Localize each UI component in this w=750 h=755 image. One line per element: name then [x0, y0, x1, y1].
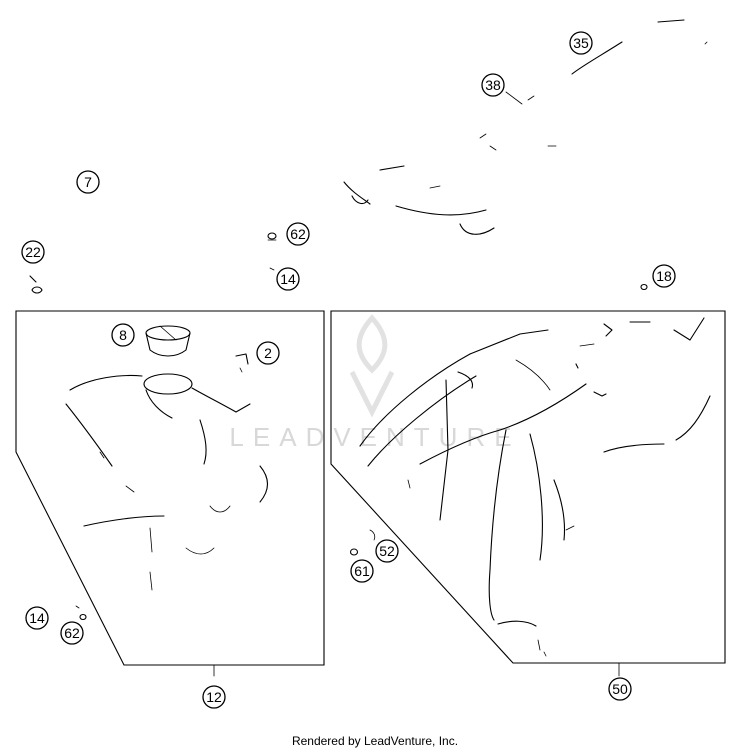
callout-label: 22	[25, 244, 41, 260]
callout-label: 12	[206, 689, 222, 705]
callout-12: 12	[202, 685, 226, 709]
callout-label: 62	[290, 226, 306, 242]
screw-14-left	[75, 605, 80, 609]
callout-62-left: 62	[60, 621, 84, 645]
bolt-22	[29, 275, 43, 294]
shroud-group	[330, 310, 726, 677]
callout-label: 14	[29, 610, 45, 626]
screw-14-top	[269, 267, 275, 271]
watermark-text: LEADVENTURE	[229, 422, 520, 452]
nut-61	[349, 548, 359, 556]
fuel-tank-group	[15, 310, 325, 677]
nut-62-top	[267, 232, 277, 241]
shroud-drawing	[359, 317, 711, 657]
callout-label: 61	[354, 563, 370, 579]
callout-61: 61	[350, 559, 374, 583]
callout-label: 7	[84, 174, 92, 190]
hose-2-drawing	[235, 353, 249, 373]
callout-label: 35	[573, 35, 589, 51]
callout-label: 62	[64, 625, 80, 641]
callout-label: 8	[119, 327, 127, 343]
callout-leaders	[505, 91, 523, 105]
callout-label: 52	[379, 543, 395, 559]
callout-14-left: 14	[25, 606, 49, 630]
callout-52: 52	[375, 539, 399, 563]
callout-50: 50	[608, 677, 632, 701]
callout-label: 18	[656, 268, 672, 284]
seat-assembly-drawing	[343, 19, 708, 235]
tank-drawing	[65, 373, 269, 591]
fuel-cap-drawing	[145, 325, 191, 357]
callout-14-top: 14	[276, 267, 300, 291]
callout-label: 50	[612, 681, 628, 697]
callout-35: 35	[569, 31, 593, 55]
callout-8: 8	[111, 323, 135, 347]
fuel-tank-frame	[15, 310, 325, 666]
callout-38: 38	[481, 73, 505, 97]
callout-label: 14	[280, 271, 296, 287]
nut-18	[640, 283, 648, 291]
callout-7: 7	[76, 170, 100, 194]
callout-label: 2	[264, 345, 272, 361]
render-credit: Rendered by LeadVenture, Inc.	[291, 734, 459, 748]
watermark: LEADVENTURE	[229, 314, 520, 452]
callout-2: 2	[256, 341, 280, 365]
hardware-parts	[29, 232, 648, 621]
clip-52	[369, 529, 376, 541]
callout-22: 22	[21, 240, 45, 264]
callout-label: 38	[485, 77, 501, 93]
watermark-flame-icon	[349, 314, 395, 418]
callout-62-top: 62	[286, 222, 310, 246]
callout-18: 18	[652, 264, 676, 288]
nut-62-left	[79, 613, 87, 621]
shroud-frame	[330, 310, 726, 664]
